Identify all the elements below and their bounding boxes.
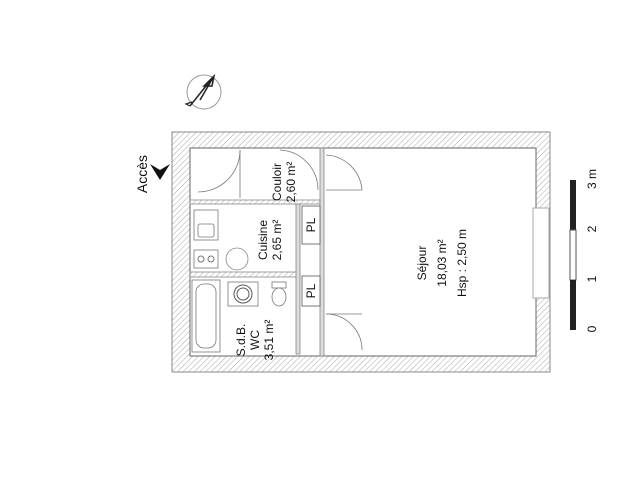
scale-bar [569,180,577,330]
pl-label: PL [304,283,318,299]
north-arrow-icon [184,73,222,110]
washbasin-icon [227,281,259,307]
pl-label: PL [304,217,318,233]
room-label-couloir: Couloir 2,60 m² [270,161,298,203]
kitchen-sink-icon [193,209,219,241]
room-label-cuisine: Cuisine 2,65 m² [256,219,284,261]
access-label: Accès [134,154,150,194]
table-icon [225,247,249,271]
scale-tick-3m: 3 m [585,169,599,190]
stove-icon [193,249,219,269]
room-label-sejour: Séjour 18,03 m² Hsp : 2,50 m [415,228,469,298]
scale-tick-1: 1 [585,275,599,283]
bathtub-icon [191,279,221,353]
scale-tick-2: 2 [585,225,599,233]
room-label-sdb-wc: S.d.B. WC 3,51 m² [234,319,276,361]
access-arrow-icon [150,164,170,180]
scale-tick-0: 0 [585,325,599,333]
toilet-icon [271,281,287,307]
